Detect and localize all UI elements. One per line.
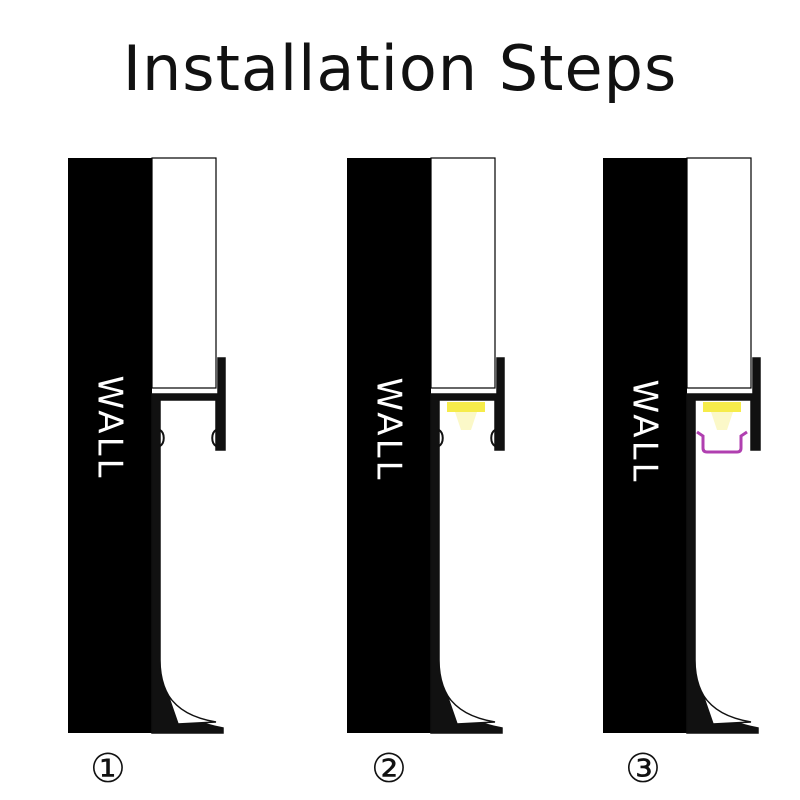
led-glow [711,412,733,430]
skirting-profile [430,357,505,734]
skirting-profile [686,357,761,734]
profile-clip-right [211,429,217,447]
step-2-drawing [347,157,505,734]
wall-block [347,158,431,733]
step-number: ② [371,746,407,792]
profile-clip-right [490,429,496,447]
profile-foot-curve [167,694,217,725]
step-number: ③ [625,746,661,792]
page-title: Installation Steps [122,32,678,105]
drywall-board [686,157,752,389]
step-1-drawing [68,157,226,734]
profile-clip-left [438,429,444,447]
step-2-diagram: WALL ② [347,150,517,792]
step-3-diagram: WALL ③ [603,150,773,792]
step-number: ① [90,746,126,792]
profile-foot-curve [702,694,752,725]
led-strip [447,402,485,412]
step-3-drawing [603,157,761,734]
drywall-board [430,157,496,389]
wall-label: WALL [368,377,409,483]
led-strip [703,402,741,412]
wall-label: WALL [89,375,130,481]
drywall-board [151,157,217,389]
step-1-diagram: WALL ① [68,150,238,792]
led-glow [455,412,477,430]
wall-block [68,158,152,733]
skirting-profile [151,357,226,734]
diffuser-cover [696,430,748,454]
wall-block [603,158,687,733]
profile-foot-curve [446,694,496,725]
wall-label: WALL [624,379,665,485]
profile-clip-left [159,429,165,447]
